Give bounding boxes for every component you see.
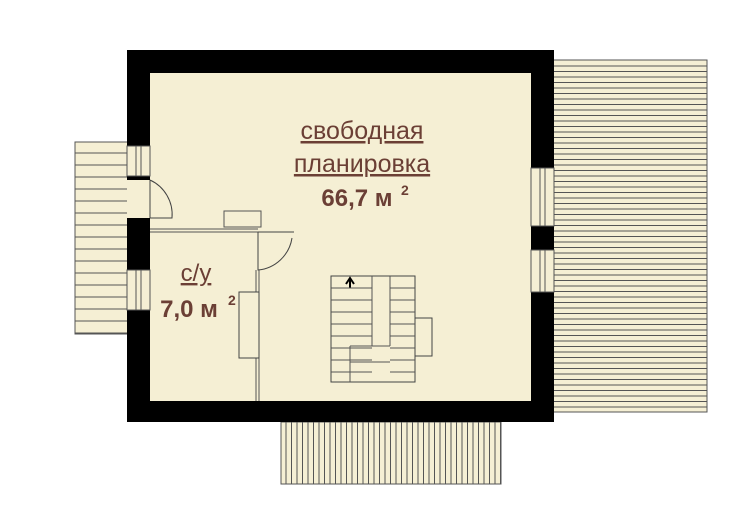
bathroom-partitions	[150, 210, 262, 401]
right-window-bottom	[530, 249, 555, 293]
balcony-door	[127, 179, 173, 219]
left-window-bottom	[126, 269, 151, 311]
stair-landing	[414, 317, 433, 357]
right-terrace	[551, 59, 708, 413]
bathroom-door	[257, 231, 294, 271]
bathroom-label: с/у 7,0 м 2	[160, 260, 236, 323]
staircase	[330, 275, 433, 383]
bathroom-name: с/у	[181, 260, 212, 287]
main-room-area-sup: 2	[401, 182, 409, 198]
main-room-name-line1: свободная	[301, 117, 424, 145]
bathtub	[238, 291, 260, 359]
main-room-name-line2: планировка	[294, 150, 430, 178]
main-room-label: свободная планировка 66,7 м 2	[294, 117, 430, 212]
left-window-top	[126, 145, 151, 177]
stair-arrow-icon	[345, 276, 355, 288]
vent-duct	[223, 210, 262, 228]
bathroom-area: 7,0 м	[160, 296, 218, 323]
main-room-area: 66,7 м	[321, 185, 392, 212]
right-window-top	[530, 167, 555, 227]
bottom-porch	[280, 421, 502, 485]
left-balcony	[74, 141, 129, 335]
bathroom-area-sup: 2	[228, 292, 236, 308]
